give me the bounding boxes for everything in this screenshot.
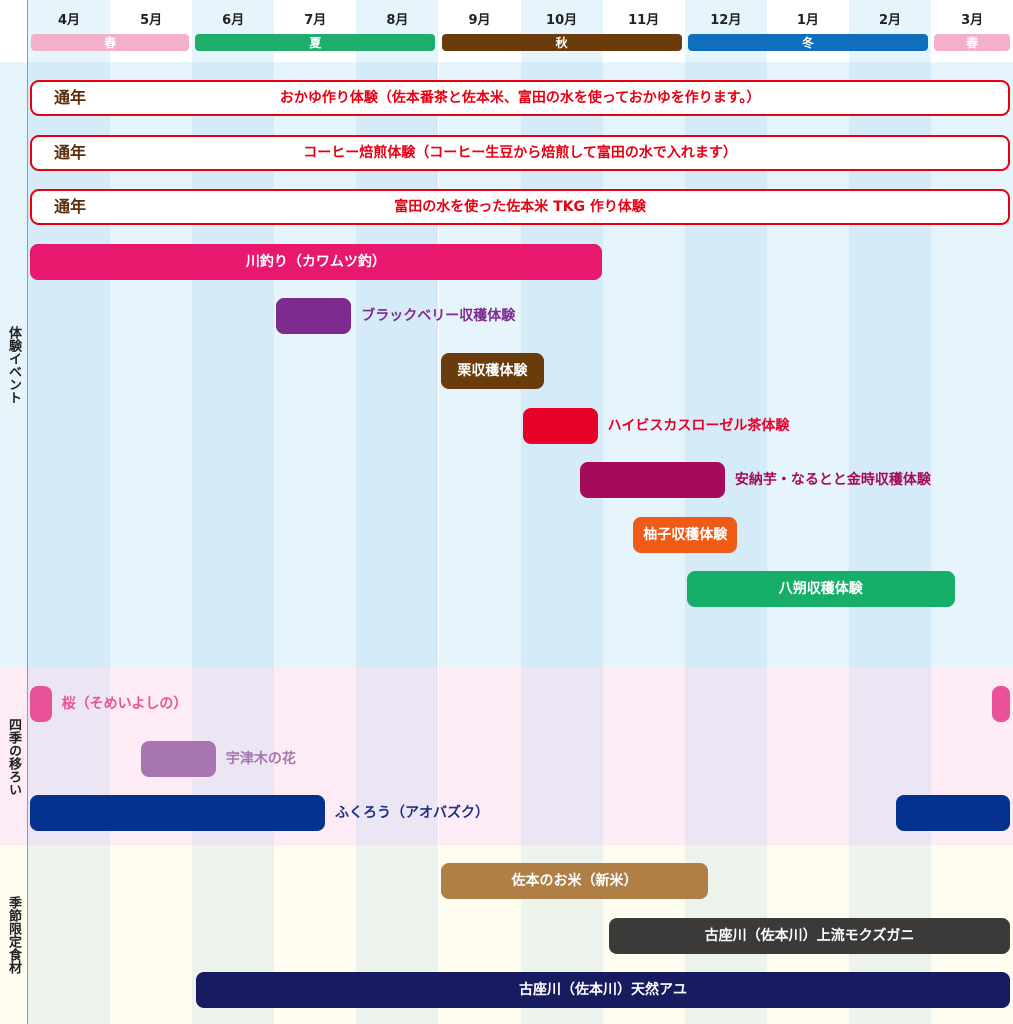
event-period-bar [440, 353, 545, 389]
event-label: 佐本のお米（新米） [511, 873, 638, 889]
month-label: 5月 [140, 13, 163, 28]
month-column [438, 668, 521, 845]
month-column [684, 668, 767, 845]
section-label: 季節限定食材 [0, 845, 27, 1024]
event-period-bar [608, 917, 1011, 954]
event-label: 古座川（佐本川）上流モクズガニ [704, 927, 915, 944]
event-label: ハイビスカスローゼル茶体験 [607, 417, 790, 434]
month-label: 8月 [386, 13, 409, 28]
event-label: 柚子収穫体験 [643, 526, 728, 543]
year-round-tag: 通年 [54, 88, 87, 107]
month-label: 3月 [961, 13, 984, 28]
month-label: 11月 [628, 13, 660, 28]
month-column [28, 0, 111, 62]
season-bar: 春 [934, 34, 1011, 51]
event-label: 桜（そめいよしの） [61, 696, 188, 712]
season-bar: 夏 [195, 34, 436, 51]
month-column [438, 0, 521, 62]
event-title: 富田の水を使った佐本米 TKG 作り体験 [394, 199, 646, 216]
month-column [849, 0, 932, 62]
month-column [274, 0, 357, 62]
month-label: 7月 [304, 13, 327, 28]
month-column [684, 0, 767, 62]
event-period-bar [276, 298, 352, 335]
section-seasonal-changes: 四季の移ろい 桜（そめいよしの） 宇津木の花ふくろう（アオバズク） [0, 668, 1013, 845]
event-label: 栗収穫体験 [457, 363, 528, 379]
month-column [931, 0, 1013, 62]
event-period-bar [580, 462, 725, 499]
month-column [766, 668, 849, 845]
month-column [602, 0, 685, 62]
event-label: ふくろう（アオバズク） [335, 805, 490, 822]
season-bar: 春 [31, 34, 190, 51]
year-round-tag: 通年 [54, 142, 87, 162]
year-round-tag: 通年 [54, 197, 87, 217]
month-label: 10月 [546, 13, 578, 28]
month-label: 4月 [57, 13, 81, 28]
event-label: 川釣り（カワムツ釣） [245, 253, 386, 270]
month-label: 1月 [796, 13, 819, 28]
event-label: 八朔収穫体験 [778, 581, 863, 598]
year-round-event: 通年 おかゆ作り体験（佐本番茶と佐本米、富田の水を使っておかゆを作ります。） [30, 80, 1011, 116]
event-period-bar [686, 571, 955, 608]
month-column [356, 668, 439, 845]
month-column [356, 0, 439, 62]
season-bar: 秋 [441, 34, 682, 51]
event-label: 安納芋・なるとと金時収穫体験 [734, 472, 931, 489]
event-period-bar [896, 795, 1011, 832]
month-label: 6月 [222, 13, 245, 28]
section-label: 体験イベント [0, 62, 27, 668]
section-label: 四季の移ろい [0, 668, 27, 845]
event-period-bar [440, 863, 709, 899]
event-label: ブラックベリー収穫体験 [361, 308, 516, 325]
month-label: 9月 [468, 13, 491, 28]
event-period-bar [30, 686, 52, 722]
year-round-event: 通年 富田の水を使った佐本米 TKG 作り体験 [30, 189, 1011, 226]
month-column [110, 0, 193, 62]
section-seasonal-ingredients: 季節限定食材 佐本のお米（新米） 古座川（佐本川）上流モクズガニ古座川（佐本川）天然… [0, 845, 1013, 1024]
event-label: 古座川（佐本川）天然アユ [519, 982, 687, 999]
event-period-bar [140, 740, 216, 777]
month-column [766, 0, 849, 62]
event-period-bar [30, 795, 326, 832]
month-column [520, 668, 603, 845]
event-title: おかゆ作り体験（佐本番茶と佐本米、富田の水を使っておかゆを作ります。） [279, 90, 761, 106]
event-period-bar [195, 972, 1011, 1009]
event-label: 宇津木の花 [225, 750, 296, 767]
season-bar: 冬 [687, 34, 929, 51]
month-column [520, 0, 603, 62]
month-column [28, 845, 111, 1024]
year-round-event: 通年 コーヒー焙煎体験（コーヒー生豆から焙煎して富田の水で入れます） [30, 134, 1011, 171]
event-period-bar [522, 407, 598, 444]
section-experience-events: 体験イベント 通年 おかゆ作り体験（佐本番茶と佐本米、富田の水を使っておかゆを作りま… [0, 62, 1013, 668]
event-period-bar [633, 516, 738, 553]
month-label: 2月 [878, 13, 902, 28]
month-column [602, 668, 685, 845]
event-period-bar [30, 243, 602, 280]
month-column [192, 0, 275, 62]
event-title: コーヒー焙煎体験（コーヒー生豆から焙煎して富田の水で入れます） [303, 144, 737, 161]
event-period-bar [992, 686, 1011, 722]
month-column [110, 845, 193, 1024]
month-label: 12月 [710, 13, 742, 28]
